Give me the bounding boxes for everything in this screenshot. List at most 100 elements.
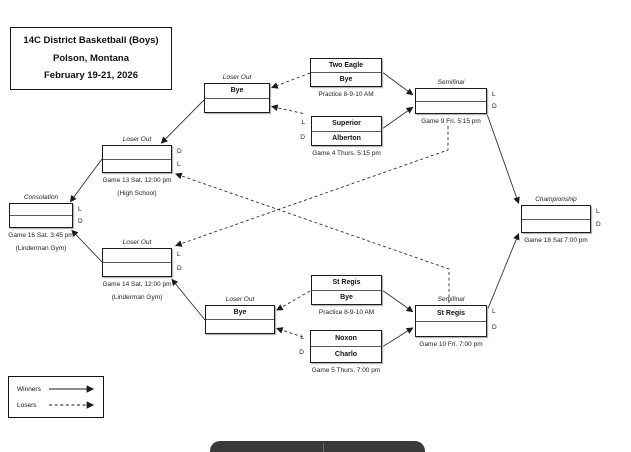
venue-caption: (Linderman Gym) <box>111 294 163 301</box>
match-box-consolation: Consolation L D Game 16 Sat. 3:45 pm (Li… <box>8 194 82 252</box>
team-slot-bottom <box>10 216 72 227</box>
match-cells: Bye <box>204 83 270 113</box>
slot-letter-right-top: L <box>177 251 181 259</box>
game-caption: Game 14 Sat. 12:00 pm <box>102 281 172 288</box>
round-label: Loser Out <box>122 239 152 246</box>
round-label: Semifinal <box>437 296 465 303</box>
game-caption: Game 4 Thurs. 5:15 pm <box>312 150 381 157</box>
toolbar-divider <box>323 443 324 452</box>
match-cells: St Regis Bye <box>311 275 382 305</box>
tournament-location: Polson, Montana <box>53 52 129 64</box>
venue-caption: (High School) <box>117 190 157 197</box>
slot-letter-right-bottom: D <box>596 221 601 229</box>
team-slot-top <box>522 206 590 220</box>
match-cells <box>102 248 172 277</box>
game-caption: Game 5 Thurs. 7:00 pm <box>311 367 381 374</box>
game-caption: Game 18 Sat 7:00 pm <box>524 237 588 244</box>
winner-line-game13-to-consolation <box>69 158 103 203</box>
round-label: Semifinal <box>437 79 465 86</box>
round-label: Loser Out <box>222 74 252 81</box>
match-box-semifinal2: Semifinal St Regis L D Game 10 Fri. 7:00… <box>415 296 497 348</box>
tournament-name: 14C District Basketball (Boys) <box>23 35 159 47</box>
match-box-practice-top: Two Eagle Bye Practice 8-9-10 AM <box>310 58 382 98</box>
team-slot-top <box>103 146 171 160</box>
round-label: Championship <box>535 196 577 203</box>
match-cells <box>9 203 73 228</box>
slot-letter-right-bottom: D <box>492 103 497 111</box>
legend-row-winners: Winners <box>17 385 103 393</box>
team-slot-top: Two Eagle <box>311 59 381 73</box>
slot-letter-left-bottom: D <box>299 349 304 357</box>
match-cells: Two Eagle Bye <box>310 58 382 87</box>
slot-letter-right-top: L <box>78 205 82 213</box>
slot-letter-right-bottom: D <box>177 264 182 272</box>
match-cells: St Regis <box>415 305 487 337</box>
winner-line-game5-to-sf2 <box>381 327 414 348</box>
team-slot-top <box>416 89 486 102</box>
team-slot-bottom <box>522 220 590 233</box>
match-cells <box>521 205 591 233</box>
team-slot-top: Noxon <box>311 331 381 347</box>
team-slot-top <box>10 204 72 216</box>
team-slot-bottom: Bye <box>340 293 353 301</box>
round-label: Consolation <box>23 194 59 201</box>
team-slot-bottom <box>206 320 274 333</box>
match-box-practice-bottom: St Regis Bye Practice 8-9-10 AM <box>311 275 382 316</box>
game-caption: Game 10 Fri. 7:00 pm <box>419 341 483 348</box>
game-caption: Practice 8-9-10 AM <box>318 309 375 316</box>
game-caption: Game 16 Sat. 3:45 pm <box>8 232 74 239</box>
match-cells <box>415 88 487 114</box>
winner-line-practice-top-to-sf1 <box>381 71 414 96</box>
match-cells: Noxon Charlo <box>310 330 382 363</box>
team-slot-bottom <box>205 99 269 113</box>
team-slot-bottom <box>416 102 486 114</box>
losers-label: Losers <box>17 401 37 409</box>
match-cells: Bye <box>205 305 275 334</box>
game-caption: Game 13 Sat. 12:00 pm <box>102 177 172 184</box>
slot-letter-right-bottom: D <box>492 323 497 331</box>
dashed-arrow-icon <box>49 401 95 409</box>
loser-line-practice-top-to-byebox <box>271 72 311 89</box>
team-slot-top: Bye <box>205 84 269 99</box>
team-slot-top: Superior <box>312 117 381 132</box>
slot-letter-right-top: L <box>492 308 496 316</box>
match-box-game14: Loser Out L D Game 14 Sat. 12:00 pm (Lin… <box>102 239 182 301</box>
team-slot-bottom: Bye <box>339 76 353 83</box>
team-slot-top: St Regis <box>416 306 486 322</box>
match-box-game4: Superior Alberton L D Game 4 Thurs. 5:15… <box>300 116 382 157</box>
loser-line-practice-bot-to-byebox <box>276 290 311 311</box>
match-box-loser-out-bottom: Loser Out Bye <box>205 296 275 334</box>
tournament-title-box: 14C District Basketball (Boys) Polson, M… <box>10 27 172 90</box>
legend-box: Winners Losers <box>8 376 104 418</box>
solid-arrow-icon <box>49 385 95 393</box>
round-label: Loser Out <box>122 136 152 143</box>
slot-letter-right-top: D <box>177 147 182 155</box>
tournament-dates: February 19-21, 2026 <box>43 70 138 82</box>
team-slot-top <box>103 249 171 263</box>
winners-label: Winners <box>17 385 41 393</box>
team-slot-bottom <box>103 263 171 276</box>
winner-line-sf1-to-championship <box>486 113 520 204</box>
loser-line-game5-to-byebox <box>276 327 304 338</box>
legend-row-losers: Losers <box>17 401 103 409</box>
winner-line-sf2-to-championship <box>486 233 520 312</box>
winner-line-byebox-bot-to-game14 <box>171 278 206 321</box>
loser-line-game4-to-byebox <box>271 104 304 114</box>
match-box-game13: Loser Out D L Game 13 Sat. 12:00 pm (Hig… <box>102 136 182 197</box>
team-slot-bottom: Charlo <box>334 351 358 358</box>
bottom-toolbar[interactable] <box>210 441 425 452</box>
round-label: Loser Out <box>225 296 255 303</box>
match-box-game5: Noxon Charlo L D Game 5 Thurs. 7:00 pm <box>299 330 382 374</box>
slot-letter-left-top: L <box>300 333 304 341</box>
team-slot-bottom <box>103 160 171 173</box>
slot-letter-right-top: L <box>596 207 600 215</box>
match-box-semifinal1: Semifinal L D Game 9 Fri. 5:15 pm <box>415 79 497 125</box>
winner-line-game4-to-sf1 <box>381 106 414 130</box>
winner-line-game14-to-consolation <box>71 229 103 263</box>
winner-line-practice-bot-to-sf2 <box>381 289 414 313</box>
slot-letter-right-top: L <box>492 90 496 98</box>
match-box-championship: Championship L D Game 18 Sat 7:00 pm <box>521 196 601 244</box>
team-slot-bottom <box>416 322 486 337</box>
slot-letter-right-bottom: D <box>78 217 83 225</box>
